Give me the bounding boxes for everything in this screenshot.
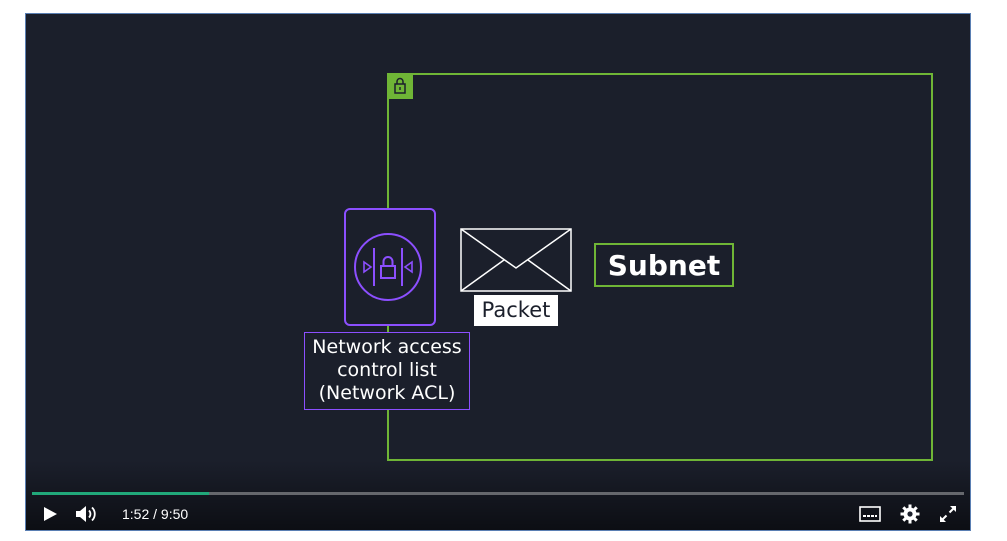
video-frame[interactable]: Network access control list (Network ACL… <box>26 14 970 530</box>
volume-button[interactable] <box>72 498 102 530</box>
fullscreen-button[interactable] <box>934 498 962 530</box>
lock-icon <box>387 73 413 99</box>
play-button[interactable] <box>36 498 64 530</box>
player-controls: 1:52 / 9:50 <box>26 498 970 530</box>
packet-label: Packet <box>474 295 558 326</box>
acl-label-line: control list <box>337 359 437 381</box>
play-icon <box>44 507 57 521</box>
network-acl-label: Network access control list (Network ACL… <box>304 332 470 410</box>
network-acl-icon <box>344 208 436 326</box>
subnet-label: Subnet <box>594 243 734 287</box>
time-separator: / <box>149 506 161 522</box>
gear-icon <box>900 504 920 524</box>
settings-button[interactable] <box>896 498 924 530</box>
current-time: 1:52 <box>122 506 150 522</box>
captions-icon <box>859 506 881 522</box>
fullscreen-icon <box>940 506 956 522</box>
acl-label-line: (Network ACL) <box>318 382 456 404</box>
progress-fill <box>32 492 210 495</box>
progress-bar[interactable] <box>32 492 964 495</box>
acl-label-line: Network access <box>312 336 462 358</box>
video-player[interactable]: Network access control list (Network ACL… <box>25 13 971 531</box>
controls-gradient <box>26 460 970 530</box>
volume-icon <box>76 506 96 522</box>
time-display: 1:52 / 9:50 <box>122 498 188 530</box>
captions-button[interactable] <box>856 498 884 530</box>
envelope-icon <box>460 228 572 292</box>
duration: 9:50 <box>160 506 189 522</box>
